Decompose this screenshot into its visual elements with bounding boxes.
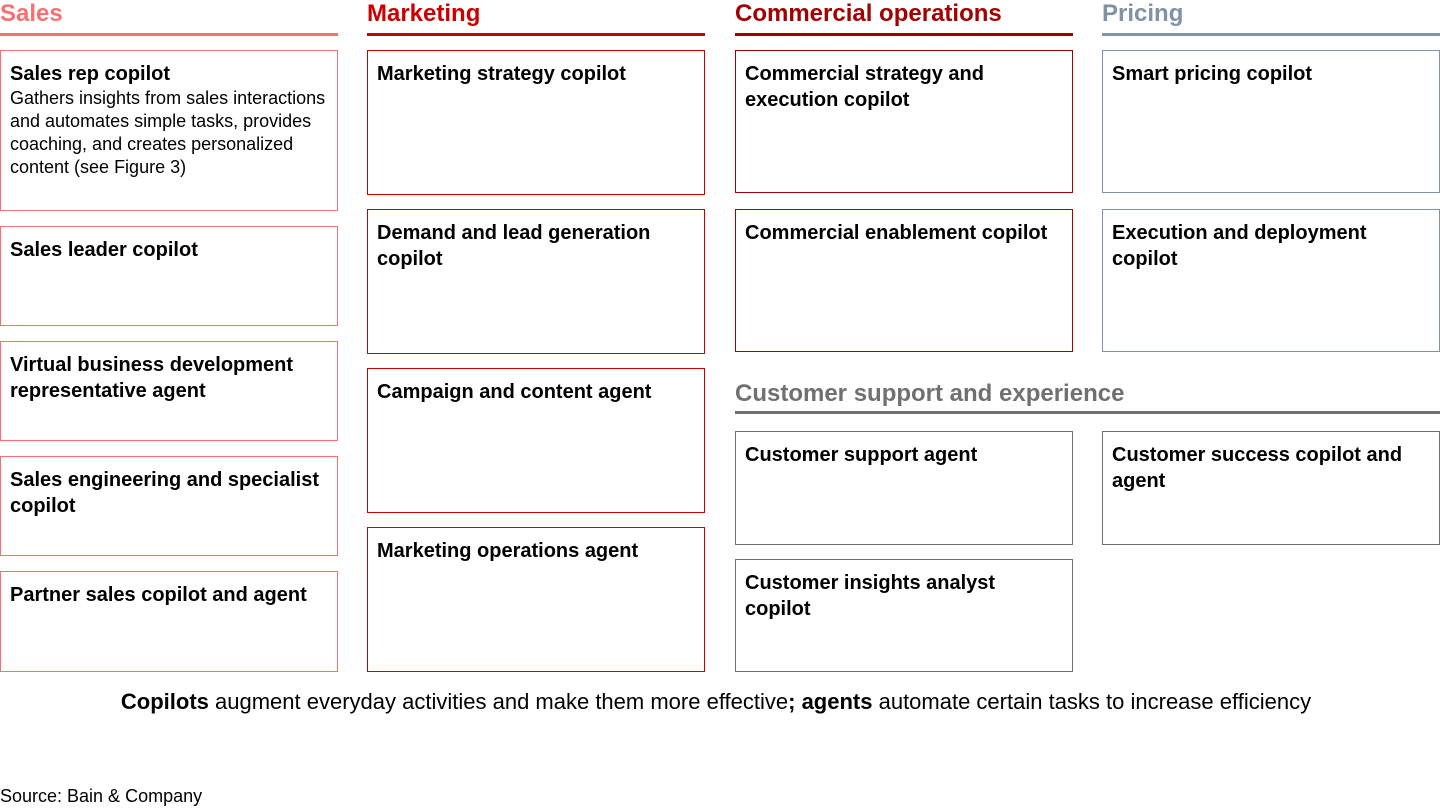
commercial-divider — [735, 33, 1073, 36]
card-title: Partner sales copilot and agent — [10, 584, 307, 606]
card-title: Sales engineering and specialist copilot — [10, 469, 320, 517]
copilots-definition: augment everyday activities and make the… — [208, 689, 789, 714]
support-card: Customer success copilot and agent — [1102, 431, 1440, 545]
card-title: Marketing operations agent — [377, 540, 639, 562]
commercial-heading: Commercial operations — [735, 0, 1002, 27]
marketing-card: Campaign and content agent — [367, 368, 705, 513]
card-title: Commercial enablement copilot — [745, 222, 1048, 244]
pricing-heading: Pricing — [1102, 0, 1184, 27]
footer-note: Copilots augment everyday activities and… — [0, 689, 1432, 715]
card-title: Sales rep copilot — [10, 63, 171, 85]
card-description: Gathers insights from sales interactions… — [10, 88, 326, 177]
card-title: Virtual business development representat… — [10, 354, 294, 402]
sales-card: Sales engineering and specialist copilot — [0, 456, 338, 556]
sales-heading: Sales — [0, 0, 63, 27]
pricing-card: Smart pricing copilot — [1102, 50, 1440, 193]
sales-card: Sales leader copilot — [0, 226, 338, 326]
source-note: Source: Bain & Company — [0, 786, 203, 806]
card-title: Execution and deployment copilot — [1112, 222, 1367, 270]
card-title: Marketing strategy copilot — [377, 63, 626, 85]
card-title: Customer success copilot and agent — [1112, 444, 1403, 492]
support-divider — [735, 411, 1440, 414]
marketing-heading: Marketing — [367, 0, 481, 27]
card-title: Customer insights analyst copilot — [745, 572, 996, 620]
agents-definition: automate certain tasks to increase effic… — [872, 689, 1312, 714]
commercial-card: Commercial enablement copilot — [735, 209, 1073, 352]
support-card: Customer support agent — [735, 431, 1073, 545]
marketing-divider — [367, 33, 705, 36]
marketing-card: Marketing strategy copilot — [367, 50, 705, 195]
support-card: Customer insights analyst copilot — [735, 559, 1073, 672]
commercial-card: Commercial strategy and execution copilo… — [735, 50, 1073, 193]
marketing-card: Marketing operations agent — [367, 527, 705, 672]
card-title: Smart pricing copilot — [1112, 63, 1313, 85]
sales-divider — [0, 33, 338, 36]
card-title: Campaign and content agent — [377, 381, 652, 403]
sales-card: Partner sales copilot and agent — [0, 571, 338, 672]
card-title: Customer support agent — [745, 444, 978, 466]
copilots-term: Copilots — [120, 689, 209, 714]
pricing-card: Execution and deployment copilot — [1102, 209, 1440, 352]
card-title: Demand and lead generation copilot — [377, 222, 651, 270]
support-heading: Customer support and experience — [735, 380, 1125, 407]
card-title: Commercial strategy and execution copilo… — [745, 63, 984, 111]
card-title: Sales leader copilot — [10, 239, 198, 261]
agents-term: ; agents — [788, 689, 873, 714]
sales-card: Virtual business development representat… — [0, 341, 338, 441]
marketing-card: Demand and lead generation copilot — [367, 209, 705, 354]
pricing-divider — [1102, 33, 1440, 36]
